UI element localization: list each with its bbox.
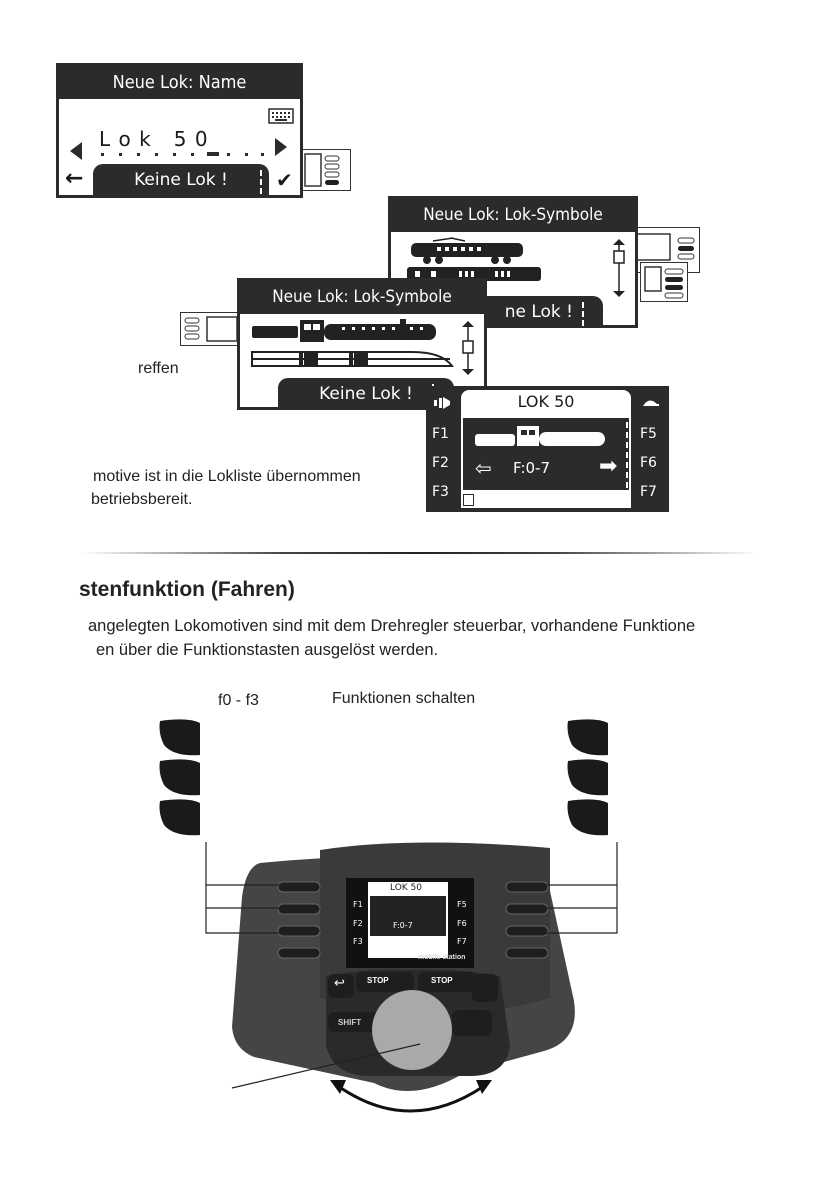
scrollbar[interactable] [460, 321, 476, 375]
device-brand: mobile station [418, 954, 466, 961]
device-loco-name: LOK 50 [390, 883, 422, 893]
electric-loco-icon[interactable] [405, 237, 531, 267]
screen-title: Neue Lok: Lok-Symbole [391, 199, 635, 232]
name-cursor-dots [101, 152, 264, 156]
device-function-f1[interactable]: F1 [353, 900, 363, 909]
mobile-station-device [232, 842, 575, 1091]
function-key-right-2 [567, 759, 608, 796]
device-function-f3[interactable]: F3 [353, 937, 363, 946]
function-key-right-3 [567, 799, 608, 836]
function-key-right-1 [567, 719, 608, 756]
function-label-f3[interactable]: F3 [432, 484, 449, 500]
function-label-f6[interactable]: F6 [640, 455, 657, 471]
divider-dashed [582, 302, 584, 326]
turtle-icon[interactable] [642, 398, 660, 408]
mini-device-icon [303, 149, 351, 191]
device-function-f5[interactable]: F5 [457, 900, 467, 909]
text-motive-line2: betriebsbereit. [91, 491, 193, 508]
lok-name-entry[interactable]: L o k 5 0 [99, 127, 209, 151]
function-key-left-3 [159, 799, 200, 836]
device-function-f7[interactable]: F7 [457, 937, 467, 946]
function-keys-illustration-left [159, 719, 200, 836]
device-back-icon[interactable]: ↩ [334, 975, 345, 990]
function-label-f2[interactable]: F2 [432, 455, 449, 471]
mini-device-icon [640, 262, 688, 302]
keine-lok-button[interactable]: Keine Lok ! [93, 164, 269, 196]
device-stop-right[interactable]: STOP [431, 976, 453, 985]
para-line1: angelegten Lokomotiven sind mit dem Dreh… [88, 617, 696, 635]
right-triangle-icon[interactable] [275, 138, 287, 156]
function-label-f1[interactable]: F1 [432, 426, 449, 442]
loco-name: LOK 50 [517, 392, 575, 411]
arrow-left-icon[interactable]: ⇦ [475, 456, 492, 480]
device-function-f6[interactable]: F6 [457, 919, 467, 928]
section-heading: stenfunktion (Fahren) [79, 578, 295, 601]
screen-lok-symbole-back: Neue Lok: Lok-Symbole ne Lok ! [388, 196, 638, 328]
back-arrow-icon[interactable]: ← [65, 166, 84, 191]
text-motive-line1: motive ist in die Lokliste übernommen [93, 468, 361, 485]
para-line2: en über die Funktionstasten ausgelöst we… [96, 641, 439, 659]
lock-icon [463, 494, 474, 506]
mini-device-icon [180, 312, 240, 346]
checkmark-icon[interactable]: ✔ [276, 168, 293, 192]
highspeed-train-icon[interactable] [250, 348, 460, 372]
text-reffen: reffen [138, 360, 179, 377]
device-shift[interactable]: SHIFT [338, 1018, 362, 1027]
drive-center-panel: LOK 50 ⇦ F:0-7 ➡ [461, 390, 631, 508]
left-triangle-icon[interactable] [70, 142, 82, 160]
function-key-left-2 [159, 759, 200, 796]
device-function-f2[interactable]: F2 [353, 919, 363, 928]
label-f0-f3: f0 - f3 [218, 692, 259, 709]
screen-drive: F1 F2 F3 LOK 50 ⇦ F:0-7 ➡ F5 F6 F7 [426, 386, 669, 512]
arrow-right-icon[interactable]: ➡ [599, 454, 618, 479]
keyboard-icon[interactable] [268, 108, 294, 124]
steam-loco-icon[interactable] [250, 318, 450, 346]
scrollbar[interactable] [611, 239, 627, 297]
screen-neue-lok-name: Neue Lok: Name L o k 5 0 ← Keine Lok ! ✔ [56, 63, 303, 198]
device-stop-left[interactable]: STOP [367, 976, 389, 985]
section-divider [80, 552, 758, 554]
screen-title: Neue Lok: Lok-Symbole [240, 281, 484, 314]
sound-icon[interactable] [434, 396, 452, 410]
label-funktionen-schalten: Funktionen schalten [332, 690, 476, 707]
screen-title: Neue Lok: Name [59, 66, 300, 99]
keine-lok-button[interactable]: Keine Lok ! [278, 378, 454, 410]
function-range: F:0-7 [513, 459, 551, 477]
function-key-left-1 [159, 719, 200, 756]
function-keys-illustration-right [567, 719, 608, 836]
steam-loco-icon [475, 426, 605, 446]
device-function-range: F:0-7 [393, 921, 413, 930]
function-label-f5[interactable]: F5 [640, 426, 657, 442]
divider-dashed [626, 392, 628, 508]
divider-dashed [260, 170, 262, 194]
drive-dark-band: ⇦ F:0-7 ➡ [463, 418, 629, 490]
function-label-f7[interactable]: F7 [640, 484, 657, 500]
diesel-loco-icon[interactable] [405, 265, 545, 287]
